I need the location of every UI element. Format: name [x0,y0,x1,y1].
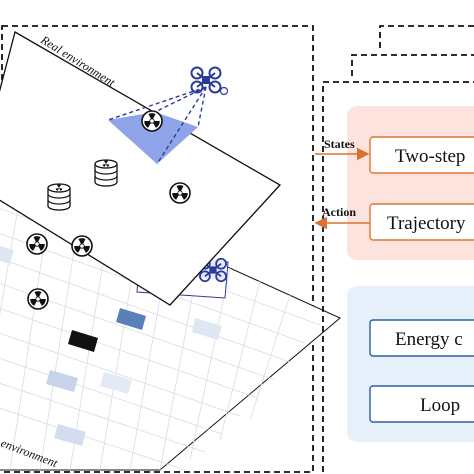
loop-label: Loop [420,395,460,416]
signal-icon [219,86,229,96]
trajectory-label: Trajectory [387,213,466,234]
radiation-icon [169,182,191,204]
radiation-icon [27,288,49,310]
cell-dark [68,330,98,352]
energy-label: Energy c [395,329,463,350]
coin-stack-icon [95,160,117,186]
radiation-icon [71,235,93,257]
cell-medium [116,308,146,330]
energy-box[interactable] [369,319,474,357]
sensing-line [154,86,207,113]
cell-light [54,424,86,446]
two-step-label: Two-step [395,146,465,167]
cell-light [192,318,222,340]
sensing-line [107,86,207,121]
real-environment-plane: Real environment [0,31,282,310]
two-step-box[interactable] [369,136,474,174]
loop-box[interactable] [369,385,474,423]
radiation-icon [26,233,48,255]
cell-light [46,370,78,392]
trajectory-box[interactable] [369,203,474,241]
right-dashed-frames [322,25,474,472]
states-label: States [324,137,355,151]
sensing-line [156,86,207,165]
highlight-cell [108,112,198,164]
cell-light [100,372,132,394]
cell-light [0,246,14,264]
coin-stack-icon [48,184,70,210]
radiation-icon [141,110,163,132]
action-label: Action [322,205,356,219]
